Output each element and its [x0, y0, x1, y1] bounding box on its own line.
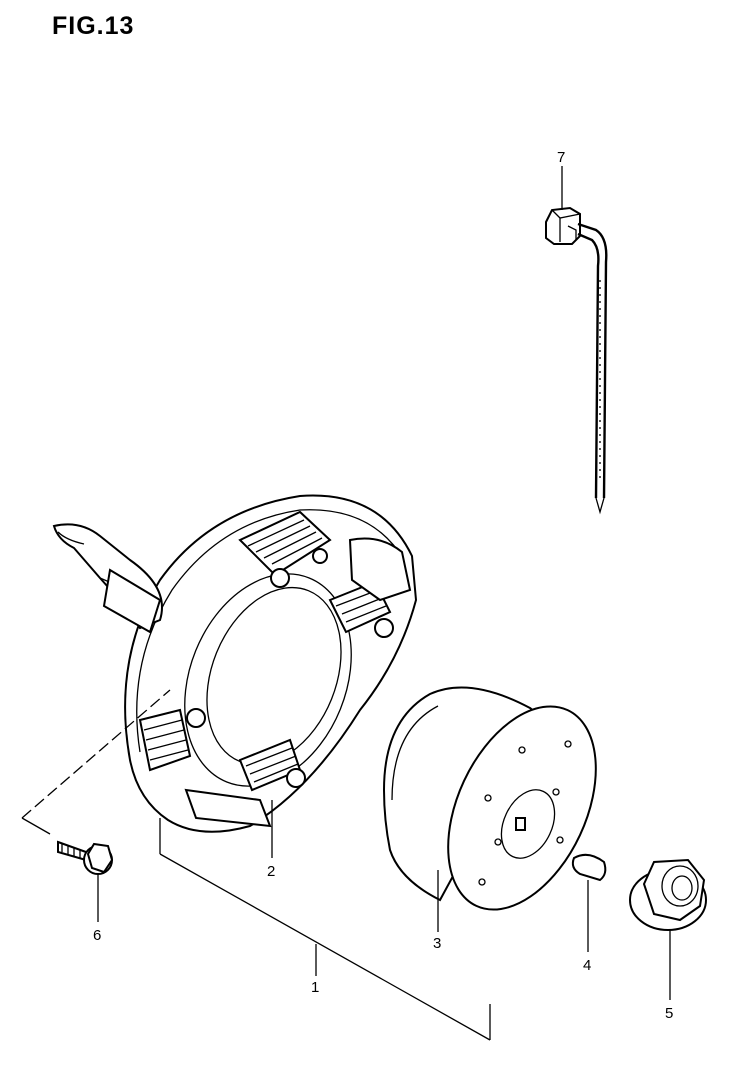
- part-3-flywheel-rotor: [382, 686, 597, 911]
- callout-2: 2: [267, 863, 275, 880]
- part-7-cable-clamp: [545, 206, 608, 515]
- callout-5: 5: [665, 1005, 673, 1022]
- figure-title: FIG.13: [52, 12, 135, 40]
- part-5-flange-nut: [629, 858, 707, 931]
- callout-6: 6: [93, 927, 101, 944]
- callout-labels: 7 2 3 4 5 6 1: [93, 149, 673, 1022]
- part-4-key: [571, 853, 607, 882]
- callout-3: 3: [433, 935, 441, 952]
- callout-1: 1: [311, 979, 319, 996]
- leader-lines: [21, 166, 671, 1041]
- callout-4: 4: [583, 957, 591, 974]
- part-2-stator-assembly: [52, 494, 418, 833]
- part-6-screw: [57, 840, 114, 875]
- callout-7: 7: [557, 149, 565, 166]
